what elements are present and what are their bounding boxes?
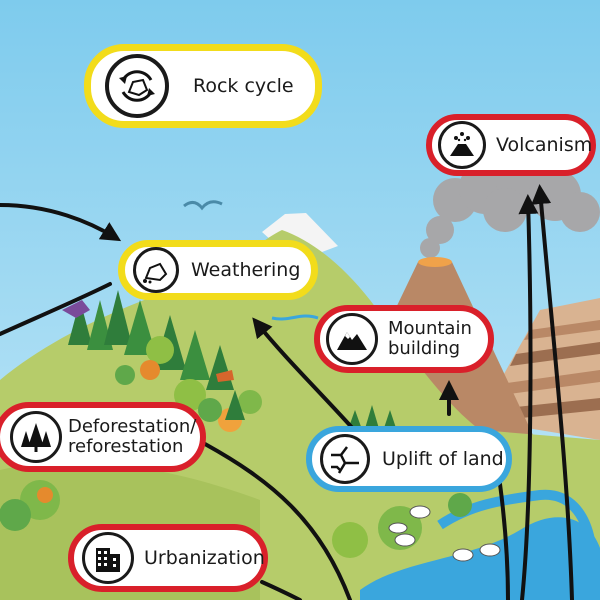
flying-creature <box>62 300 90 318</box>
sheep <box>388 505 501 562</box>
deforestation-label: Deforestation/ reforestation <box>68 416 197 457</box>
volcanism-node[interactable]: Volcanism <box>426 114 596 176</box>
mountain-building-node[interactable]: Mountain building <box>314 305 494 373</box>
rock-cycle-node[interactable]: Rock cycle <box>84 44 322 128</box>
arrow-uplift-to-hill <box>252 317 358 434</box>
erupting-volcano-icon <box>438 121 486 169</box>
volcanism-label: Volcanism <box>496 133 593 156</box>
arrow-urbanization-down <box>260 580 302 600</box>
fault-crack-icon <box>320 434 370 484</box>
weathering-label: Weathering <box>191 258 301 281</box>
pine-trees-icon <box>10 411 62 463</box>
arrow-left-curve <box>0 282 112 336</box>
urbanization-label: Urbanization <box>144 546 265 569</box>
mountain-building-label: Mountain building <box>388 318 472 359</box>
arrow-uplift-down <box>498 482 510 600</box>
rock-cycle-label: Rock cycle <box>193 74 294 97</box>
city-buildings-icon <box>82 532 134 584</box>
arrow-deforestation-down <box>203 442 352 600</box>
process-arrows <box>0 184 574 600</box>
weathering-rock-icon <box>133 247 179 293</box>
birds <box>183 200 223 211</box>
river <box>360 517 600 600</box>
mountain-peak-icon <box>326 313 378 365</box>
deforestation-node[interactable]: Deforestation/ reforestation <box>0 402 206 472</box>
arrow-up-to-volcanism-2 <box>518 194 539 600</box>
arrow-up-to-volcanism <box>531 184 574 600</box>
weathering-node[interactable]: Weathering <box>118 240 318 300</box>
uplift-of-land-node[interactable]: Uplift of land <box>306 426 512 492</box>
fox <box>216 370 234 382</box>
volcano-crater <box>418 257 452 267</box>
rock-cycle-icon <box>105 54 169 118</box>
arrow-to-weathering <box>0 203 122 242</box>
urbanization-node[interactable]: Urbanization <box>68 524 268 592</box>
uplift-label: Uplift of land <box>382 447 504 470</box>
